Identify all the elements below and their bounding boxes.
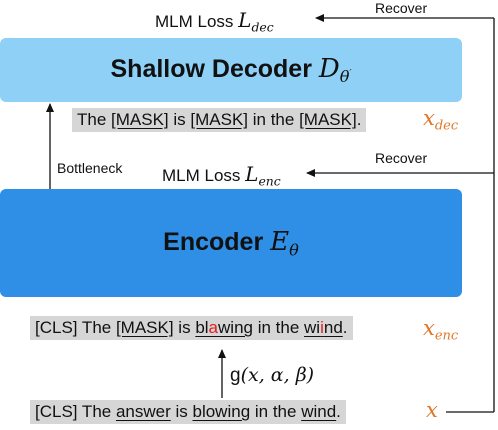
bottleneck-label: Bottleneck (57, 160, 123, 176)
shallow-decoder-box: Shallow Decoder Dθ′ (0, 38, 462, 102)
loss-dec-symbol: Ldec (238, 8, 274, 35)
recover-label-mid: Recover (375, 150, 428, 166)
x-enc-sentence: [CLS] The [MASK] is blawing in the wiind… (30, 316, 353, 340)
x-enc-symbol: xenc (423, 316, 459, 344)
mlm-loss-dec-text: MLM Loss (155, 12, 234, 31)
mlm-loss-enc: MLM Loss Lenc (162, 162, 281, 189)
encoder-box: Encoder Eθ (0, 189, 462, 297)
x-dec-sentence: The [MASK] is [MASK] in the [MASK]. (72, 108, 367, 132)
x-original-sentence: [CLS] The answer is blowing in the wind. (30, 400, 346, 424)
x-dec-symbol: xdec (423, 106, 459, 134)
encoder-title: Encoder Eθ (163, 226, 299, 260)
recover-label-top: Recover (375, 0, 428, 16)
mlm-loss-dec: MLM Loss Ldec (155, 8, 274, 34)
x-symbol: x (426, 398, 438, 422)
g-function-label: g(x, α, β) (230, 364, 315, 386)
decoder-title: Shallow Decoder Dθ′ (110, 53, 352, 87)
